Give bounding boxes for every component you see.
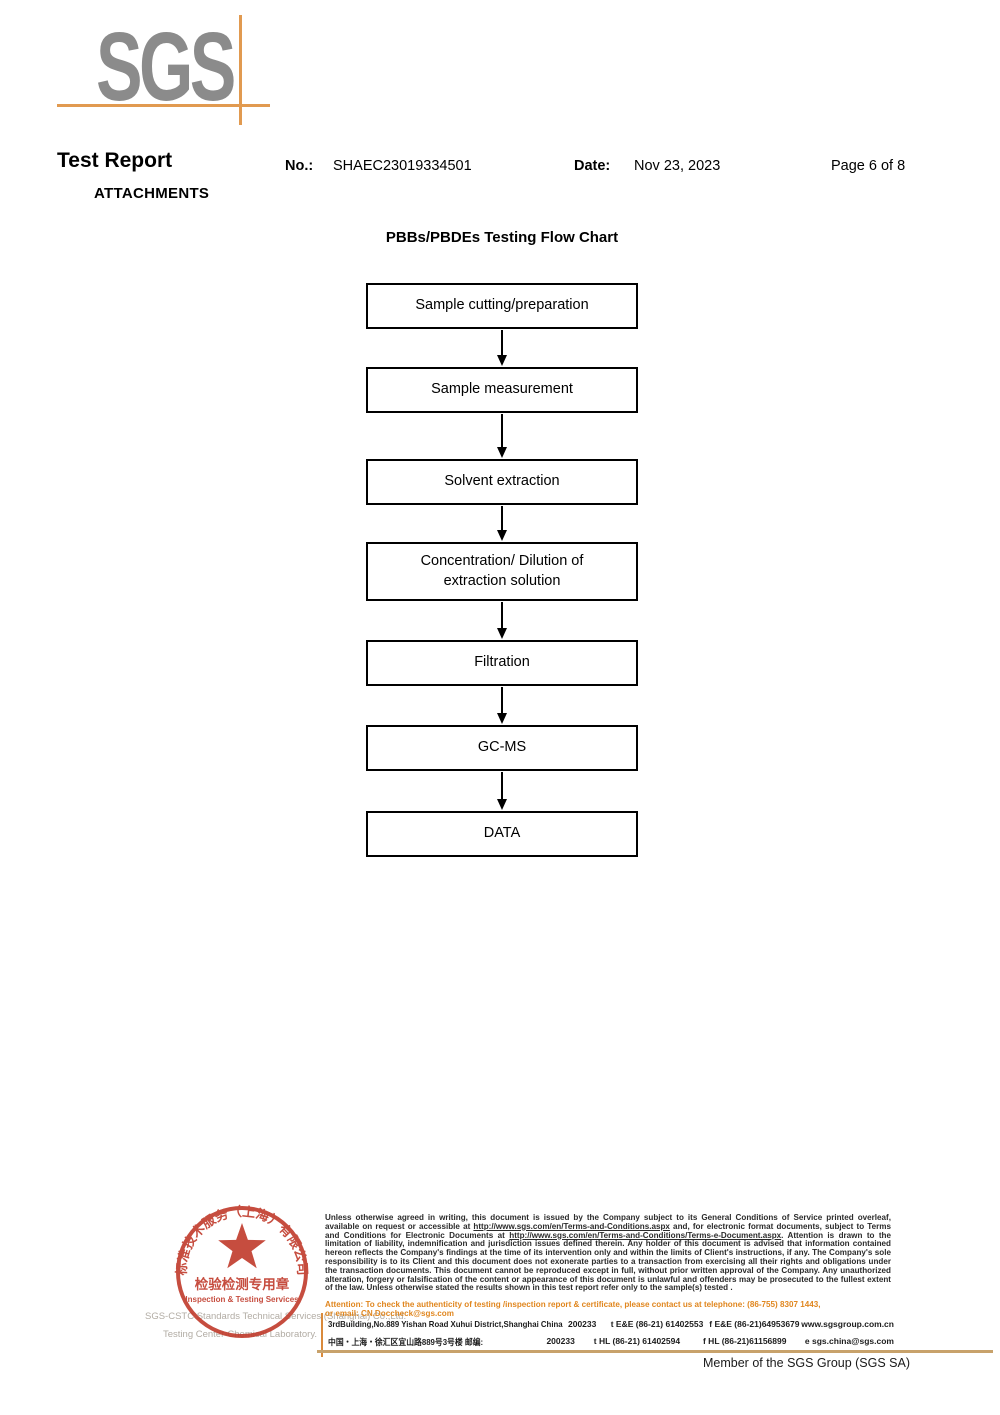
arrow-down-icon bbox=[496, 414, 507, 458]
fax-ee: f E&E (86-21)64953679 bbox=[709, 1319, 800, 1329]
page-title: Test Report bbox=[57, 149, 173, 172]
stamp-star-icon bbox=[218, 1223, 266, 1269]
stamp-cn-line: 检验检测专用章 bbox=[195, 1276, 290, 1292]
website-url: www.sgsgroup.com.cn bbox=[801, 1319, 894, 1329]
stamp-en-line: Inspection & Testing Services bbox=[185, 1295, 299, 1304]
attention-line-2: or email: CN.Doccheck@sgs.com bbox=[325, 1308, 454, 1318]
arrow-down-icon bbox=[496, 602, 507, 639]
attention-text: Attention: To check the authenticity of … bbox=[325, 1300, 900, 1319]
phone-hl: t HL (86-21) 61402594 bbox=[593, 1336, 681, 1346]
stamp-circle bbox=[176, 1206, 308, 1338]
footer-vertical-line bbox=[321, 1313, 323, 1357]
address-cn: 中国・上海・徐汇区宜山路889号3号楼 邮编: bbox=[328, 1337, 484, 1347]
sgs-member-text: Member of the SGS Group (SGS SA) bbox=[703, 1356, 911, 1370]
arrow-down-icon bbox=[496, 687, 507, 724]
fax-hl: f HL (86-21)61156899 bbox=[702, 1336, 787, 1346]
flowchart-title: PBBs/PBDEs Testing Flow Chart bbox=[385, 229, 619, 246]
flow-step-data: DATA bbox=[366, 811, 638, 857]
contact-row-en: 3rdBuilding,No.889 Yishan Road Xuhui Dis… bbox=[328, 1319, 894, 1329]
postcode-en: 200233 bbox=[568, 1319, 597, 1329]
attachments-heading: ATTACHMENTS bbox=[94, 185, 210, 202]
phone-ee: t E&E (86-21) 61402553 bbox=[610, 1319, 704, 1329]
address-en: 3rdBuilding,No.889 Yishan Road Xuhui Dis… bbox=[328, 1319, 563, 1329]
flow-step-sample-cutting: Sample cutting/preparation bbox=[366, 283, 638, 329]
arrow-down-icon bbox=[496, 506, 507, 541]
postcode-cn: 200233 bbox=[546, 1336, 575, 1346]
flow-step-concentration-dilution: Concentration/ Dilution of extraction so… bbox=[366, 542, 638, 601]
flow-step-solvent-extraction: Solvent extraction bbox=[366, 459, 638, 505]
arrow-down-icon bbox=[496, 772, 507, 810]
flow-step-gcms: GC-MS bbox=[366, 725, 638, 771]
attention-line-1: Attention: To check the authenticity of … bbox=[325, 1300, 821, 1309]
flow-step-sample-measurement: Sample measurement bbox=[366, 367, 638, 413]
page-number: Page 6 of 8 bbox=[831, 158, 906, 174]
logo-vertical-line bbox=[239, 15, 242, 125]
report-no-label: No.: bbox=[285, 158, 314, 174]
logo-horizontal-line bbox=[57, 104, 270, 107]
legal-text: Unless otherwise agreed in writing, this… bbox=[325, 1213, 891, 1293]
report-no-value: SHAEC23019334501 bbox=[333, 158, 472, 174]
footer-horizontal-line bbox=[317, 1350, 993, 1353]
sgs-logo: SGS bbox=[96, 12, 236, 121]
flow-step-filtration: Filtration bbox=[366, 640, 638, 686]
inspection-stamp: 标准技术服务（上海）有限公司 检验检测专用章 Inspection & Test… bbox=[174, 1204, 310, 1338]
arrow-down-icon bbox=[496, 330, 507, 366]
report-date-label: Date: bbox=[574, 158, 611, 174]
company-name-line: SGS-CSTC Standards Technical Services (S… bbox=[145, 1311, 407, 1322]
contact-row-cn: 中国・上海・徐汇区宜山路889号3号楼 邮编: 200233 t HL (86-… bbox=[328, 1336, 894, 1348]
report-date-value: Nov 23, 2023 bbox=[634, 158, 721, 174]
email-address: e sgs.china@sgs.com bbox=[804, 1336, 894, 1346]
